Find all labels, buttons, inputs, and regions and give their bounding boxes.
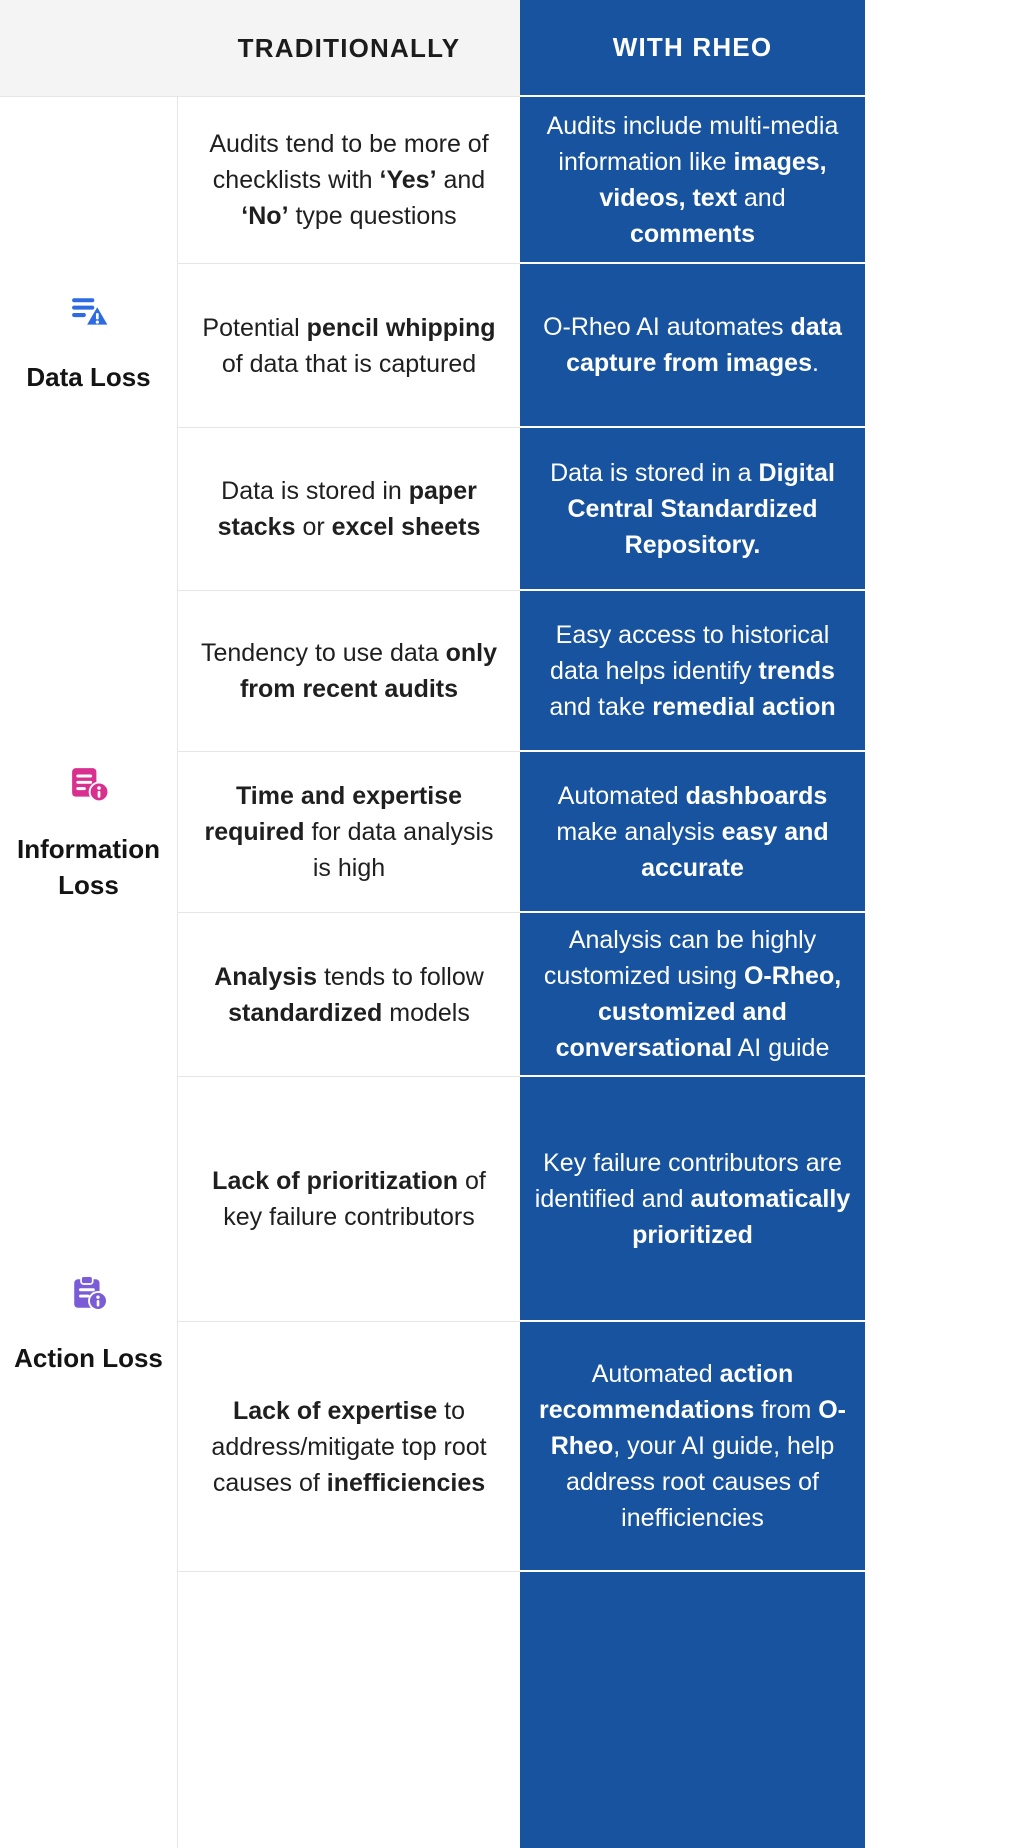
traditionally-cell: Time and expertise required for data ana… — [178, 752, 520, 913]
filler-left — [0, 1572, 178, 1848]
category-action-loss: Action Loss — [0, 1077, 178, 1572]
header-spacer — [0, 0, 178, 97]
with-rheo-text: Analysis can be highly customized using … — [543, 926, 842, 1062]
traditionally-text: Lack of prioritization of key failure co… — [212, 1167, 486, 1231]
category-data-loss: Data Loss — [0, 97, 178, 591]
category-label: Data Loss — [26, 362, 151, 392]
with-rheo-text: Audits include multi-media information l… — [546, 111, 839, 248]
with-rheo-text: Data is stored in a Digital Central Stan… — [550, 458, 835, 559]
filler-with-rheo — [520, 1572, 865, 1848]
header-with-rheo-label: WITH RHEO — [612, 32, 773, 62]
with-rheo-text: Easy access to historical data helps ide… — [549, 620, 836, 721]
traditionally-cell: Data is stored in paper stacks or excel … — [178, 428, 520, 591]
header-traditionally-label: TRADITIONALLY — [237, 32, 461, 63]
with-rheo-cell: O-Rheo AI automates data capture from im… — [520, 264, 865, 428]
filler-traditionally — [178, 1572, 520, 1848]
with-rheo-text: Automated dashboards make analysis easy … — [556, 781, 829, 882]
document-info-icon — [71, 768, 108, 803]
with-rheo-text: O-Rheo AI automates data capture from im… — [543, 313, 842, 377]
traditionally-text: Lack of expertise to address/mitigate to… — [211, 1396, 487, 1497]
traditionally-cell: Tendency to use data only from recent au… — [178, 591, 520, 752]
traditionally-text: Audits tend to be more of checklists wit… — [209, 130, 489, 230]
comparison-table: TRADITIONALLY WITH RHEO Data Loss — [0, 0, 865, 1848]
traditionally-cell: Lack of expertise to address/mitigate to… — [178, 1322, 520, 1572]
traditionally-text: Time and expertise required for data ana… — [204, 782, 494, 882]
traditionally-text: Tendency to use data only from recent au… — [200, 639, 498, 703]
traditionally-cell: Potential pencil whipping of data that i… — [178, 264, 520, 428]
category-label: Action Loss — [14, 1342, 163, 1373]
with-rheo-cell: Analysis can be highly customized using … — [520, 913, 865, 1077]
with-rheo-cell: Audits include multi-media information l… — [520, 97, 865, 264]
traditionally-cell: Lack of prioritization of key failure co… — [178, 1077, 520, 1322]
category-label: Information Loss — [17, 834, 160, 900]
with-rheo-cell: Data is stored in a Digital Central Stan… — [520, 428, 865, 591]
traditionally-text: Data is stored in paper stacks or excel … — [217, 477, 481, 541]
with-rheo-cell: Easy access to historical data helps ide… — [520, 591, 865, 752]
with-rheo-text: Automated action recommendations from O-… — [538, 1360, 847, 1532]
header-traditionally: TRADITIONALLY — [178, 0, 520, 97]
with-rheo-cell: Automated action recommendations from O-… — [520, 1322, 865, 1572]
with-rheo-text: Key failure contributors are identified … — [534, 1148, 851, 1249]
with-rheo-cell: Automated dashboards make analysis easy … — [520, 752, 865, 913]
traditionally-cell: Audits tend to be more of checklists wit… — [178, 97, 520, 264]
clipboard-info-icon — [73, 1274, 108, 1311]
traditionally-text: Potential pencil whipping of data that i… — [202, 313, 496, 378]
category-information-loss: Information Loss — [0, 591, 178, 1077]
traditionally-cell: Analysis tends to follow standardized mo… — [178, 913, 520, 1077]
traditionally-text: Analysis tends to follow standardized mo… — [214, 962, 484, 1027]
with-rheo-cell: Key failure contributors are identified … — [520, 1077, 865, 1322]
header-with-rheo: WITH RHEO — [520, 0, 865, 97]
document-warning-icon — [71, 298, 107, 325]
